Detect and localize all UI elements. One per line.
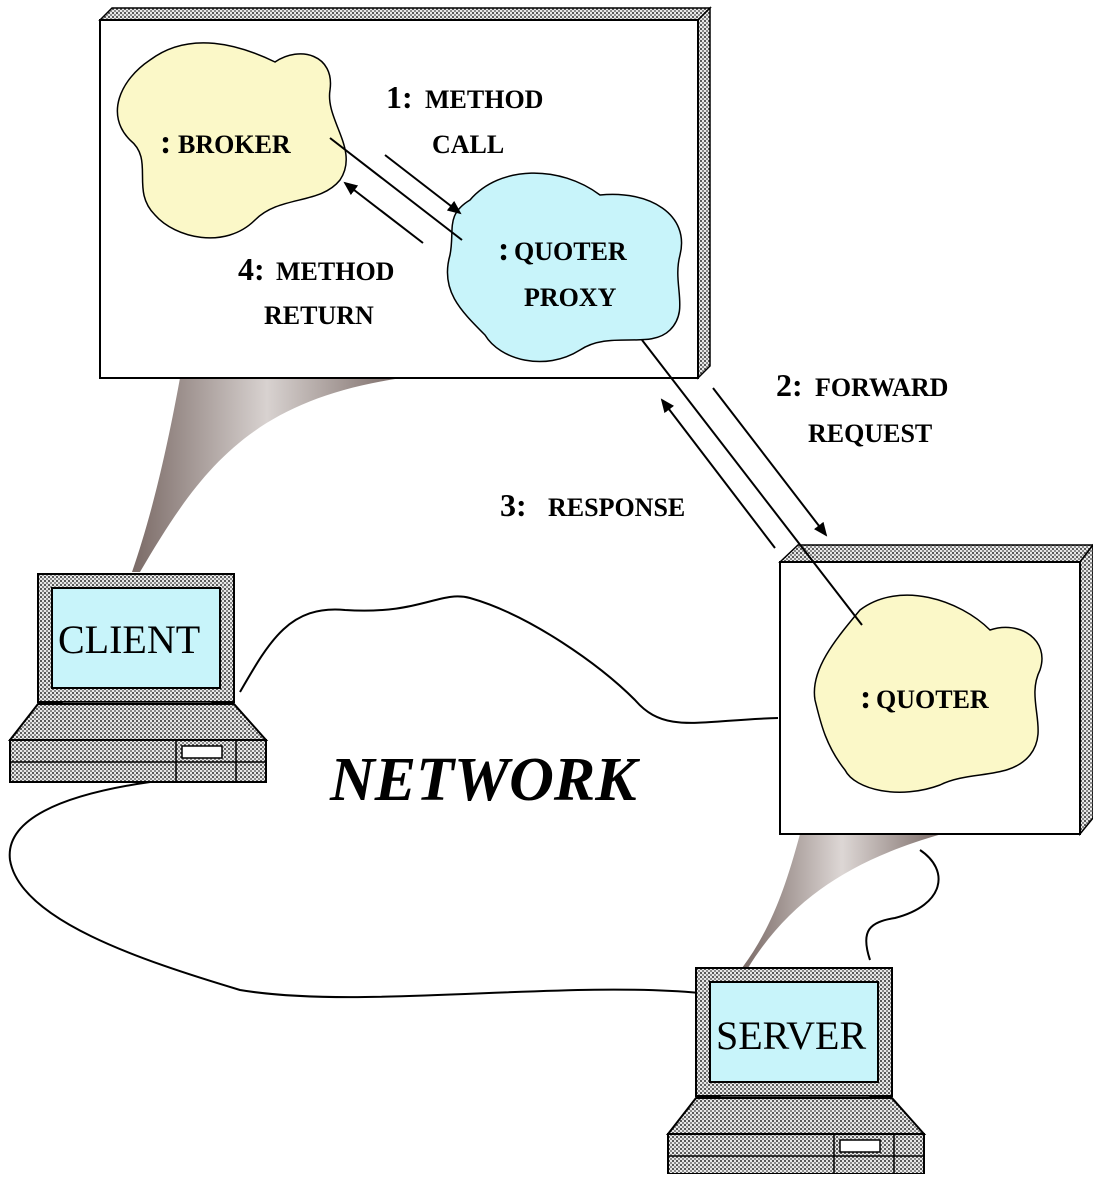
network-wire-loop [8,781,701,999]
quoter-proxy-label-line1: QUOTER [514,237,627,266]
network-wire-top [239,595,779,724]
step2-arrow [712,387,828,537]
broker-cloud [116,42,347,239]
step2-label-line2: REQUEST [808,419,932,448]
server-computer-icon [665,967,927,1175]
step2-label-line1: FORWARD [815,373,948,402]
step1-arrow [384,154,462,215]
step4-label-line2: RETURN [264,301,374,330]
quoter-colon: : [860,679,871,716]
client-projection-beam [132,378,402,572]
broker-colon: : [160,124,171,161]
step4-arrow [343,181,424,244]
broker-label: BROKER [178,130,291,159]
quoter-label: QUOTER [876,685,989,714]
step4-label-line1: METHOD [276,257,394,286]
server-projection-beam [742,834,942,968]
step3-label-line1: RESPONSE [548,493,685,522]
network-wire-right [865,849,940,961]
server-label: SERVER [716,1013,866,1058]
step4-number: 4: [238,251,265,287]
step1-label-line1: METHOD [425,85,543,114]
quoter-proxy-cloud [446,172,683,363]
quoter-proxy-colon: : [498,231,509,268]
network-label: NETWORK [329,746,640,814]
client-label: CLIENT [58,617,200,662]
proxy-quoter-link [641,339,863,626]
step1-label-line2: CALL [432,130,504,159]
step3-arrow [660,398,776,549]
broker-proxy-link [329,137,463,241]
quoter-proxy-label-line2: PROXY [524,283,617,312]
client-computer-icon [7,573,269,783]
step2-number: 2: [776,367,803,403]
step3-number: 3: [500,487,527,523]
step1-number: 1: [386,79,413,115]
quoter-cloud [813,594,1043,793]
